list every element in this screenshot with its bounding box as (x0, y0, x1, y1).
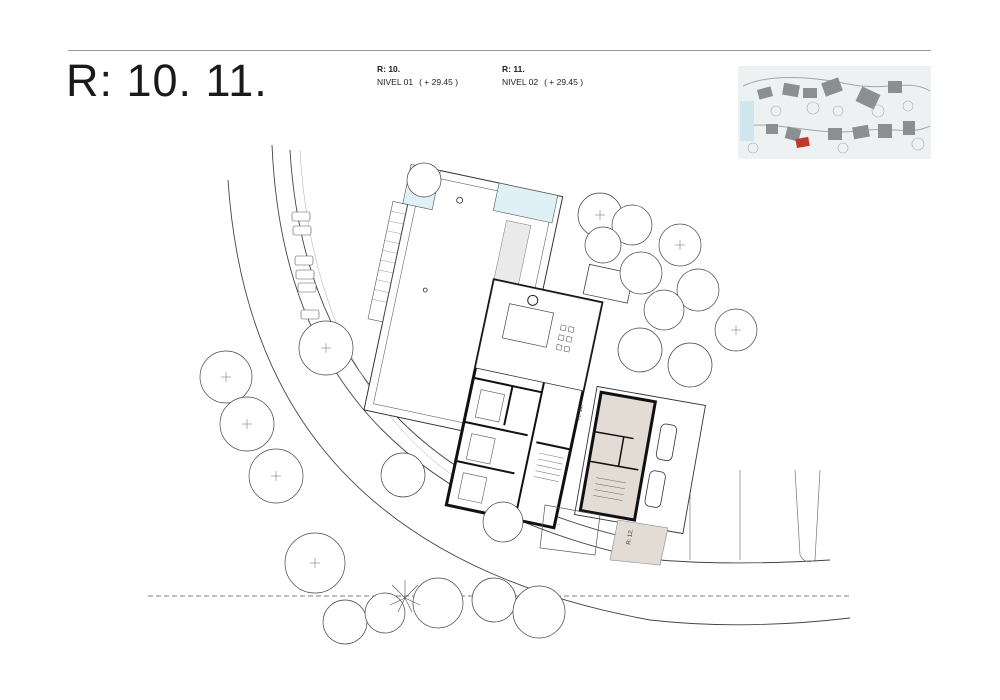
roadside-parking (291, 211, 320, 320)
tree (406, 162, 442, 198)
palm-tree (389, 580, 421, 613)
plan-label-r11: R: 11. (576, 404, 585, 421)
level-elevation: ( + 29.45 ) (419, 77, 459, 87)
pool-water (492, 182, 559, 224)
tree (584, 226, 622, 264)
deck-boards (372, 210, 406, 303)
tree (380, 452, 426, 498)
interior-stairs (534, 452, 564, 482)
sheet-title: R: 10. 11. (66, 55, 268, 106)
tree (512, 585, 566, 639)
entry-ramp (539, 504, 601, 556)
tree (412, 577, 464, 629)
tree (617, 327, 663, 373)
dining-chairs (555, 324, 575, 353)
outdoor-fixture (456, 196, 464, 204)
living-room (474, 279, 603, 392)
level-legend-10: R: 10. NIVEL 01 ( + 29.45 ) (377, 63, 458, 89)
bedroom-bed (474, 389, 505, 423)
garage-car (655, 423, 678, 462)
level-code: R: 11. (502, 64, 525, 74)
tree (643, 289, 685, 331)
house-r11 (574, 385, 706, 535)
level-name: NIVEL 01 (377, 77, 414, 87)
tree (471, 577, 517, 623)
site-key-map (738, 66, 931, 159)
tree (482, 501, 524, 543)
tree (611, 204, 653, 246)
tree (364, 592, 406, 634)
tree (619, 251, 663, 295)
house-r10-interior (444, 263, 634, 530)
level-elevation: ( + 29.45 ) (544, 77, 584, 87)
unit-r12-shaded (609, 519, 669, 566)
tree (322, 599, 368, 645)
deck-stairs (367, 201, 409, 323)
tree (676, 268, 720, 312)
plan-label-r12: R: 12. (626, 528, 635, 545)
key-map-trees (747, 100, 925, 154)
level-code: R: 10. (377, 64, 401, 74)
unit-r11-walls (588, 430, 639, 471)
driveways (689, 420, 821, 562)
fireplace (527, 294, 539, 306)
key-map-road (742, 77, 931, 92)
unit-r11-shaded (578, 390, 658, 522)
tree (667, 342, 713, 388)
key-map-water (740, 101, 754, 141)
outdoor-fixture (422, 287, 428, 293)
key-map-buildings (756, 77, 915, 142)
key-map-site-highlight (795, 136, 810, 148)
tree-centers (221, 210, 741, 568)
interior-walls (455, 376, 571, 520)
trees (199, 162, 758, 645)
garage-car (644, 470, 666, 508)
living-room-sofa (501, 303, 555, 348)
top-rule (68, 50, 931, 51)
bedroom-bed (465, 433, 496, 465)
bedroom-bed (457, 472, 488, 504)
unit-r11-stairs (593, 477, 626, 501)
level-legend-11: R: 11. NIVEL 02 ( + 29.45 ) (502, 63, 583, 89)
level-name: NIVEL 02 (502, 77, 539, 87)
